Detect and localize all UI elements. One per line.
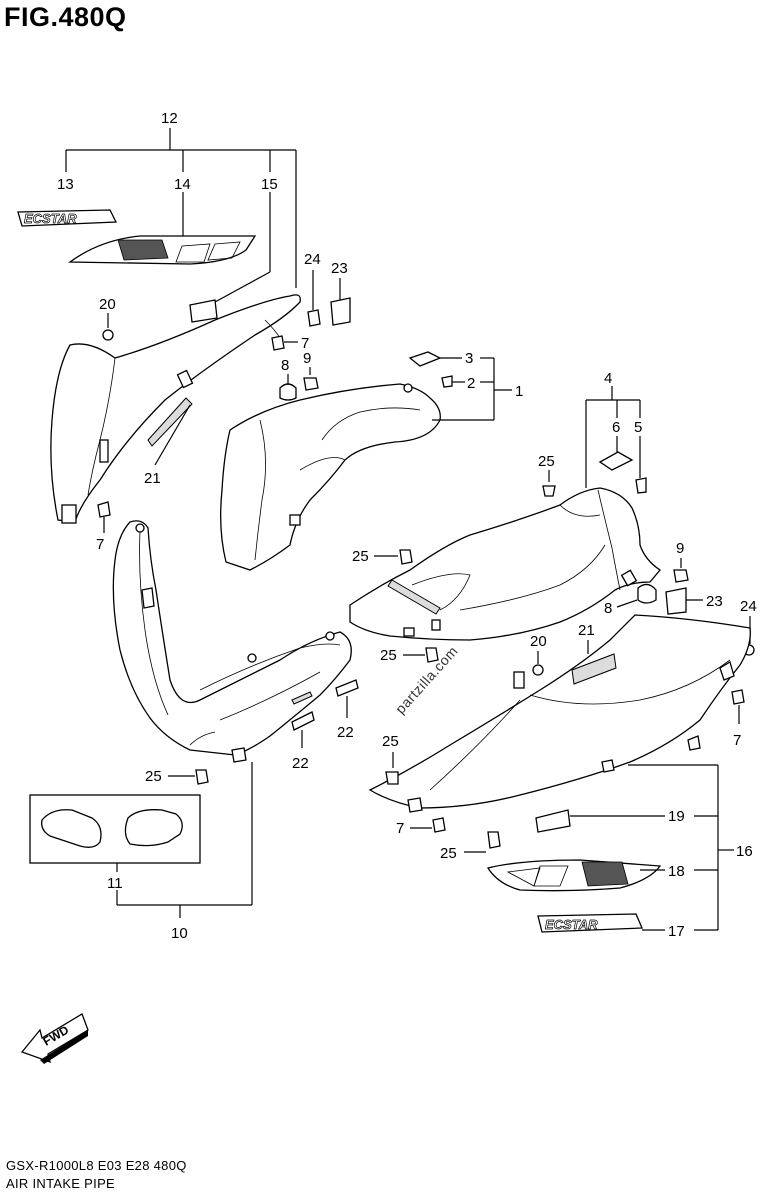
callout-17[interactable]: 17 <box>668 923 685 940</box>
callout-5[interactable]: 5 <box>634 419 642 436</box>
part-13-ecstar-emblem[interactable]: ECSTAR <box>17 209 118 227</box>
callout-23-top[interactable]: 23 <box>331 260 348 277</box>
part-6-sticker[interactable] <box>598 451 634 471</box>
right-intake-pipe[interactable] <box>349 487 661 641</box>
part-25-rivet-bottom[interactable] <box>487 831 501 849</box>
callout-14[interactable]: 14 <box>174 176 191 193</box>
callout-4[interactable]: 4 <box>604 370 612 387</box>
left-lower-cowl[interactable] <box>112 520 352 763</box>
callout-24-top[interactable]: 24 <box>304 251 321 268</box>
part-23-pad-top[interactable] <box>330 297 351 326</box>
part-17-ecstar-emblem[interactable]: ECSTAR <box>537 913 643 933</box>
callout-8-right[interactable]: 8 <box>604 600 612 617</box>
callout-9-right[interactable]: 9 <box>676 540 684 557</box>
callout-21-left[interactable]: 21 <box>144 470 161 487</box>
callout-1[interactable]: 1 <box>515 383 523 400</box>
part-9-bolt-top[interactable] <box>303 377 319 391</box>
callout-25-lower-center[interactable]: 25 <box>382 733 399 750</box>
part-5-sticker[interactable] <box>635 477 647 494</box>
bracket-group-4 <box>585 386 641 488</box>
callout-6[interactable]: 6 <box>612 419 620 436</box>
callout-8-top[interactable]: 8 <box>281 357 289 374</box>
callout-7-top[interactable]: 7 <box>301 335 309 352</box>
part-25-rivet-lower-left[interactable] <box>195 769 209 785</box>
bracket-group-16 <box>628 764 734 931</box>
part-24-grommet-top[interactable] <box>307 309 321 327</box>
callout-25-upper-right[interactable]: 25 <box>538 453 555 470</box>
part-19-sticker[interactable] <box>535 809 571 833</box>
callout-21-right[interactable]: 21 <box>578 622 595 639</box>
callout-20-upper[interactable]: 20 <box>99 296 116 313</box>
callout-12[interactable]: 12 <box>161 110 178 127</box>
callout-9-top[interactable]: 9 <box>303 350 311 367</box>
footer-model-code: GSX-R1000L8 E03 E28 480Q <box>6 1158 187 1173</box>
part-20-bolt-upper[interactable] <box>102 313 114 341</box>
part-11-kit-box[interactable] <box>29 794 201 864</box>
part-3-sticker[interactable] <box>408 351 442 367</box>
part-20-bolt-right[interactable] <box>532 664 544 676</box>
callout-22-right[interactable]: 22 <box>337 724 354 741</box>
callout-19[interactable]: 19 <box>668 808 685 825</box>
callout-3[interactable]: 3 <box>465 350 473 367</box>
part-8-grommet-right[interactable] <box>637 583 657 604</box>
callout-25-bottom[interactable]: 25 <box>440 845 457 862</box>
callout-25-mid[interactable]: 25 <box>352 548 369 565</box>
callout-25-center[interactable]: 25 <box>380 647 397 664</box>
part-21-sticker-right[interactable] <box>571 653 617 685</box>
part-2-sticker[interactable] <box>441 375 453 388</box>
part-7-clip-right[interactable] <box>731 689 745 705</box>
footer-figure-name: AIR INTAKE PIPE <box>6 1176 116 1191</box>
part-25-rivet-mid[interactable] <box>399 549 413 565</box>
part-9-bolt-right[interactable] <box>673 569 689 583</box>
part-22-sticker-right[interactable] <box>335 679 359 697</box>
callout-2[interactable]: 2 <box>467 375 475 392</box>
left-upper-cowl-panel[interactable] <box>50 294 301 524</box>
part-23-pad-right[interactable] <box>665 587 687 615</box>
callout-15[interactable]: 15 <box>261 176 278 193</box>
part-22-sticker-left[interactable] <box>291 711 315 731</box>
ecstar-top-text: ECSTAR <box>24 211 77 226</box>
callout-22-left[interactable]: 22 <box>292 755 309 772</box>
bracket-group-12 <box>65 128 297 303</box>
part-7-clip-left[interactable] <box>97 501 111 533</box>
callout-18[interactable]: 18 <box>668 863 685 880</box>
callout-10[interactable]: 10 <box>171 925 188 942</box>
ecstar-bottom-text: ECSTAR <box>545 917 598 932</box>
part-25-rivet-upper-right[interactable] <box>542 485 556 497</box>
callout-7-left[interactable]: 7 <box>96 536 104 553</box>
fwd-arrow-icon: FWD <box>20 1013 89 1064</box>
figure-title: FIG.480Q <box>4 2 127 32</box>
callout-24-right[interactable]: 24 <box>740 598 757 615</box>
part-25-rivet-lower-center[interactable] <box>385 771 399 785</box>
right-lower-cowl[interactable] <box>368 614 751 813</box>
part-18-gsxr-decal[interactable] <box>486 859 662 892</box>
left-intake-pipe[interactable] <box>220 383 441 571</box>
part-14-gsxr-decal[interactable] <box>68 235 257 265</box>
callout-20-right[interactable]: 20 <box>530 633 547 650</box>
part-7-clip-lower[interactable] <box>432 817 446 833</box>
callout-13[interactable]: 13 <box>57 176 74 193</box>
part-15-sticker[interactable] <box>189 299 218 323</box>
callout-7-lower[interactable]: 7 <box>396 820 404 837</box>
callout-7-right[interactable]: 7 <box>733 732 741 749</box>
part-8-grommet-top[interactable] <box>279 383 297 401</box>
callout-25-lower-left[interactable]: 25 <box>145 768 162 785</box>
part-25-rivet-center[interactable] <box>425 647 439 663</box>
callout-23-right[interactable]: 23 <box>706 593 723 610</box>
part-7-clip-top[interactable] <box>271 335 298 351</box>
callout-11[interactable]: 11 <box>107 875 123 892</box>
callout-16[interactable]: 16 <box>736 843 753 860</box>
